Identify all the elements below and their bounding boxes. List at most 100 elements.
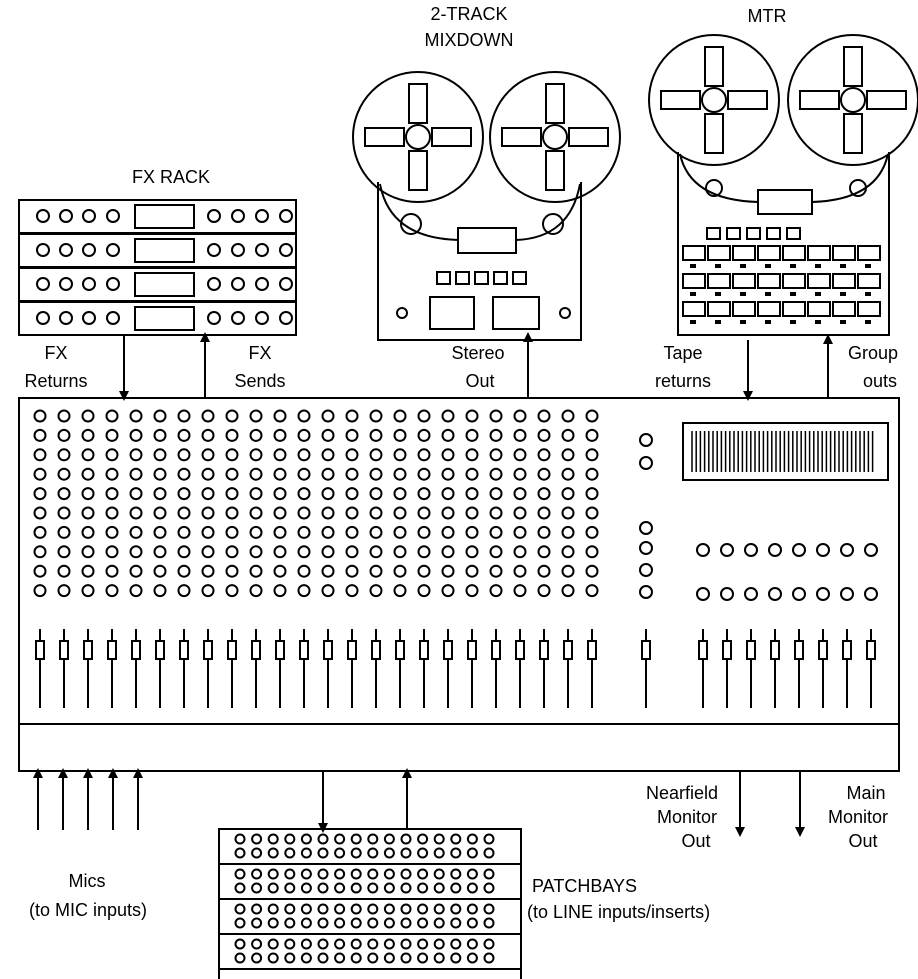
- channel-knob: [81, 525, 95, 539]
- channel-knob: [561, 545, 575, 559]
- patch-jack: [400, 847, 412, 859]
- fader-cap: [179, 640, 189, 660]
- track-led: [865, 264, 871, 268]
- patch-jack: [317, 868, 329, 880]
- patchbay-unit: [218, 828, 522, 865]
- patch-jack: [367, 833, 379, 845]
- channel-knob: [465, 467, 479, 481]
- channel-knob: [177, 564, 191, 578]
- track-led: [690, 320, 696, 324]
- fader-cap: [491, 640, 501, 660]
- track-meter: [807, 301, 831, 317]
- channel-knob: [201, 487, 215, 501]
- patch-jack: [350, 868, 362, 880]
- channel-knob: [297, 564, 311, 578]
- fx-knob: [255, 209, 269, 223]
- reel-outer: [787, 34, 918, 166]
- channel-knob: [177, 487, 191, 501]
- fader-cap: [467, 640, 477, 660]
- patch-jack: [417, 938, 429, 950]
- channel-knob: [201, 448, 215, 462]
- channel-knob: [465, 506, 479, 520]
- track-meter: [757, 273, 781, 289]
- channel-knob: [201, 584, 215, 598]
- master-knob: [639, 585, 653, 599]
- channel-knob: [417, 545, 431, 559]
- channel-knob: [561, 467, 575, 481]
- tape-returns-label-line2: returns: [655, 371, 711, 391]
- track-led: [740, 264, 746, 268]
- patch-jack: [267, 903, 279, 915]
- fx-display: [134, 306, 195, 331]
- channel-knob: [201, 467, 215, 481]
- fx-rack: [18, 199, 297, 336]
- track-meter: [757, 245, 781, 261]
- channel-knob: [201, 545, 215, 559]
- channel-knob: [393, 467, 407, 481]
- patch-jack: [300, 938, 312, 950]
- channel-knob: [105, 564, 119, 578]
- channel-knob: [249, 506, 263, 520]
- two-track-reel-left: [352, 71, 484, 203]
- fader-cap: [587, 640, 597, 660]
- fx-display: [134, 238, 195, 263]
- fader-cap: [698, 640, 708, 660]
- reel-spoke: [408, 83, 428, 124]
- reel-spoke: [568, 127, 609, 147]
- mtr-reel-left: [648, 34, 780, 166]
- channel-knob: [561, 428, 575, 442]
- patch-jack: [251, 882, 263, 894]
- channel-knob: [105, 409, 119, 423]
- reel-outer: [489, 71, 621, 203]
- channel-knob: [249, 564, 263, 578]
- channel-knob: [369, 448, 383, 462]
- fader-cap: [347, 640, 357, 660]
- channel-knob: [249, 584, 263, 598]
- group-knob: [744, 543, 758, 557]
- channel-knob: [417, 564, 431, 578]
- fader-cap: [641, 640, 651, 660]
- patch-jack: [300, 847, 312, 859]
- patch-jack: [300, 868, 312, 880]
- reel-spoke: [408, 150, 428, 191]
- channel-knob: [129, 428, 143, 442]
- channel-knob: [441, 487, 455, 501]
- fx-returns-label-line1: FX: [44, 343, 67, 363]
- patch-jack: [450, 868, 462, 880]
- patch-jack: [300, 903, 312, 915]
- channel-knob: [417, 448, 431, 462]
- tape-path: [811, 153, 889, 203]
- fx-knob: [106, 243, 120, 257]
- group-knob: [720, 543, 734, 557]
- patch-jack: [334, 882, 346, 894]
- channel-knob: [225, 409, 239, 423]
- reel-spoke: [545, 150, 565, 191]
- fader-cap: [419, 640, 429, 660]
- fader-cap: [866, 640, 876, 660]
- channel-knob: [201, 506, 215, 520]
- patch-jack: [334, 868, 346, 880]
- channel-knob: [393, 525, 407, 539]
- channel-knob: [537, 564, 551, 578]
- channel-knob: [369, 564, 383, 578]
- patch-jack: [450, 952, 462, 964]
- fx-knob: [255, 243, 269, 257]
- track-meter: [732, 245, 756, 261]
- channel-knob: [489, 448, 503, 462]
- channel-knob: [105, 428, 119, 442]
- channel-knob: [57, 545, 71, 559]
- channel-knob: [321, 467, 335, 481]
- tape-guide: [542, 213, 564, 235]
- patch-jack: [350, 903, 362, 915]
- transport-button: [436, 271, 451, 285]
- master-knob: [639, 541, 653, 555]
- fx-knob: [255, 311, 269, 325]
- group-knob: [864, 587, 878, 601]
- tape-guide: [400, 213, 422, 235]
- channel-knob: [489, 525, 503, 539]
- group-knob: [768, 543, 782, 557]
- patch-jack: [300, 833, 312, 845]
- patch-jack: [417, 903, 429, 915]
- group-knob: [864, 543, 878, 557]
